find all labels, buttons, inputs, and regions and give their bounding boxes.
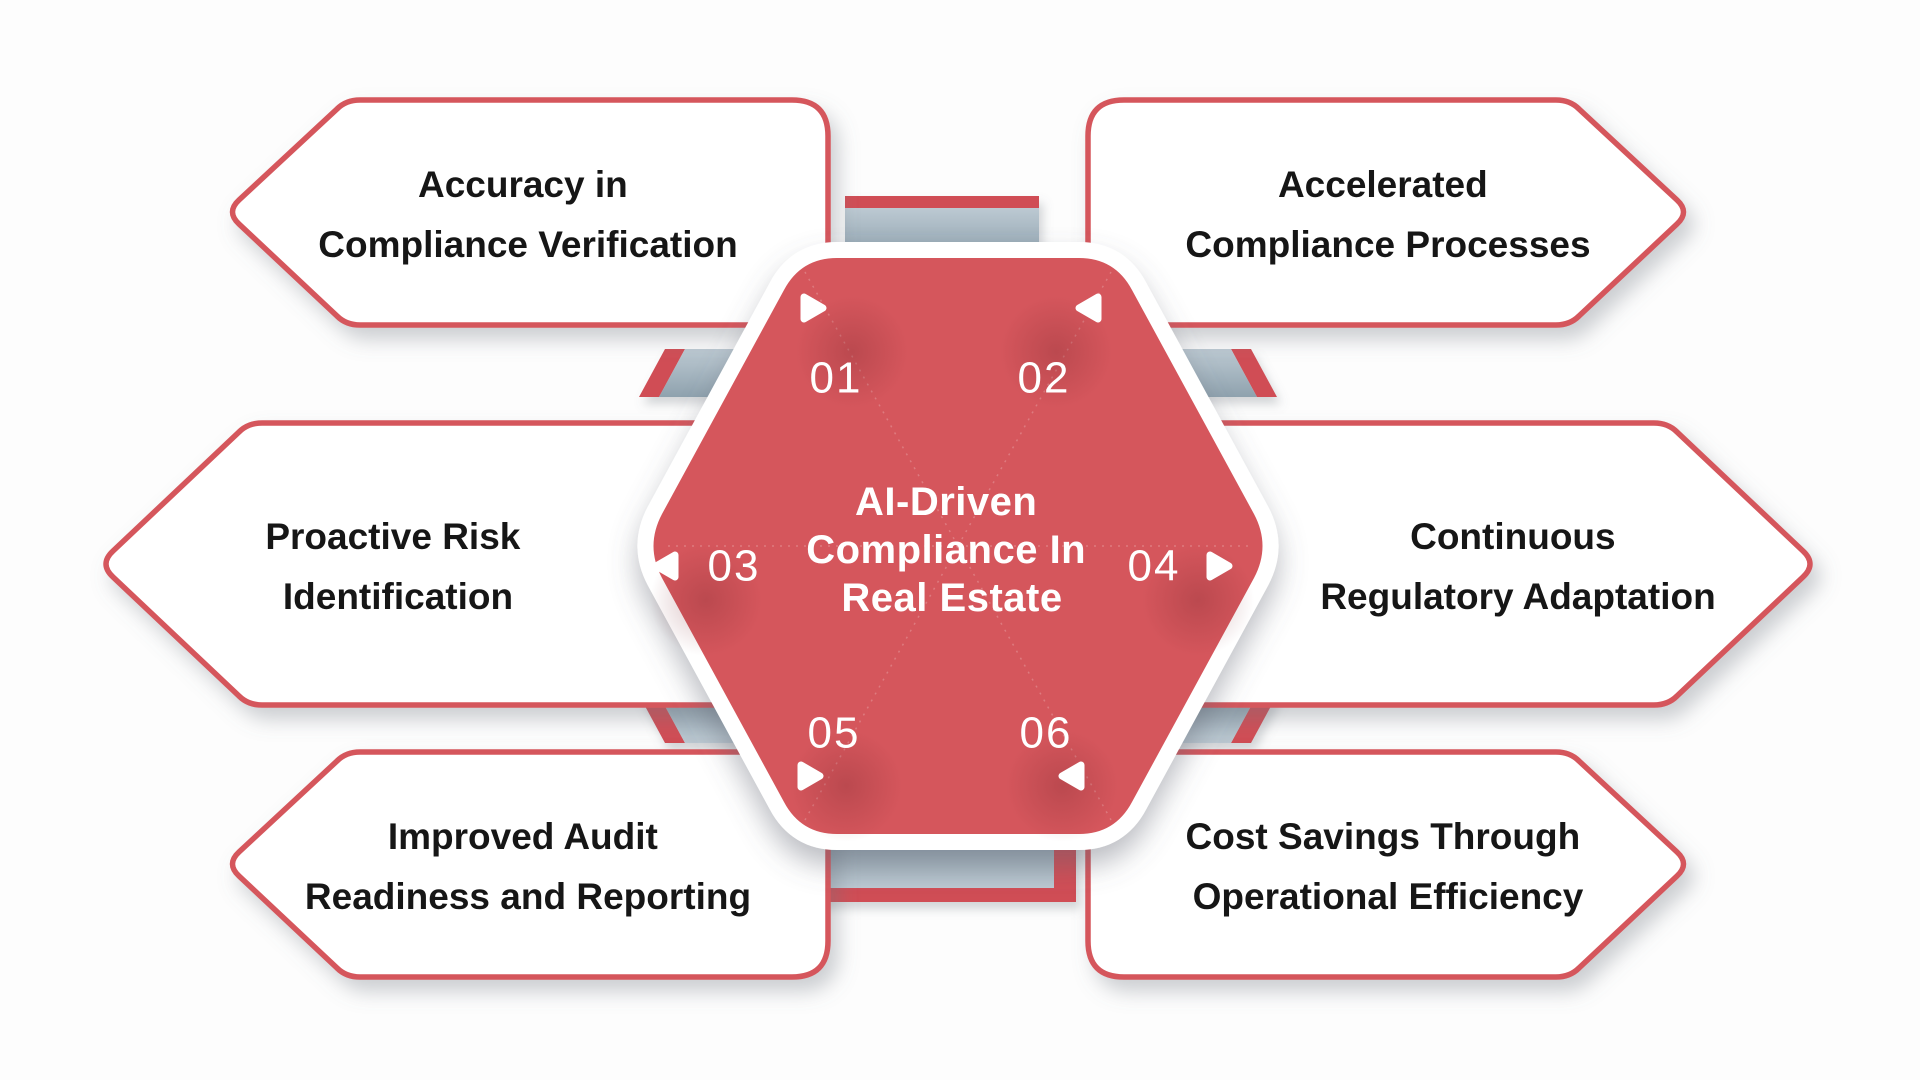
- box-label: Proactive Risk Identification: [265, 516, 530, 617]
- box-outline: [103, 420, 803, 708]
- box-label: Accuracy in Compliance Verification: [318, 164, 737, 265]
- triangle-right-icon: [797, 761, 824, 791]
- item-box-top-left: Accuracy in Compliance Verification: [229, 97, 831, 328]
- box-outline: [1113, 420, 1813, 708]
- hexagon-core: 01 02 03 04 05 06 AI-Driven Compliance I…: [637, 242, 1279, 850]
- number-02: 02: [1018, 354, 1071, 403]
- box-label: Accelerated Compliance Processes: [1185, 164, 1590, 265]
- box-outline: [1085, 97, 1687, 328]
- box-label: Continuous Regulatory Adaptation: [1320, 516, 1715, 617]
- item-box-middle-left: Proactive Risk Identification: [103, 420, 803, 708]
- triangle-left-icon: [652, 551, 679, 581]
- hexagon-title: AI-Driven Compliance In Real Estate: [806, 480, 1098, 620]
- triangle-left-icon: [1075, 293, 1102, 323]
- box-label: Cost Savings Through Operational Efficie…: [1186, 816, 1591, 917]
- number-06: 06: [1020, 709, 1073, 758]
- number-04: 04: [1128, 542, 1181, 591]
- item-box-top-right: Accelerated Compliance Processes: [1085, 97, 1687, 328]
- connector-red-stripe: [639, 349, 685, 397]
- item-box-bottom-left: Improved Audit Readiness and Reporting: [229, 749, 831, 980]
- triangle-right-icon: [1206, 551, 1233, 581]
- box-outline: [229, 97, 831, 328]
- connector-red-stripe: [1231, 349, 1277, 397]
- triangle-left-icon: [1058, 761, 1085, 791]
- item-box-middle-right: Continuous Regulatory Adaptation: [1113, 420, 1813, 708]
- hexagon-shape: [637, 242, 1279, 850]
- triangle-right-icon: [800, 293, 827, 323]
- number-01: 01: [810, 354, 863, 403]
- box-label: Improved Audit Readiness and Reporting: [305, 816, 751, 917]
- item-box-bottom-right: Cost Savings Through Operational Efficie…: [1085, 749, 1687, 980]
- number-03: 03: [708, 542, 761, 591]
- hexagon-spokes: [662, 271, 1254, 821]
- number-05: 05: [808, 709, 861, 758]
- box-outline: [229, 749, 831, 980]
- box-outline: [1085, 749, 1687, 980]
